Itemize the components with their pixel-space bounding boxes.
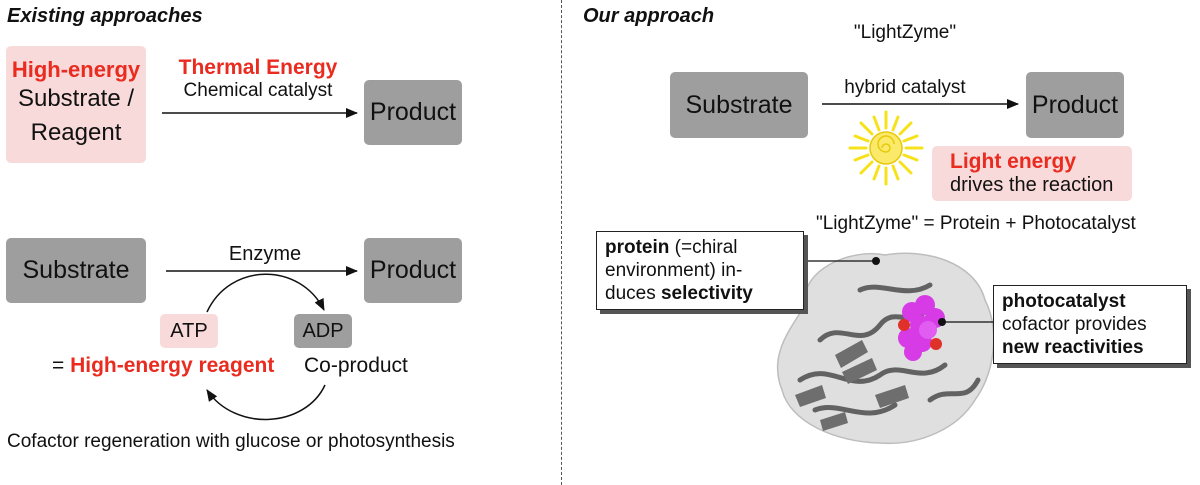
- atp-box: ATP: [160, 314, 218, 348]
- protein-callout-line3: duces selectivity: [605, 282, 795, 305]
- hybrid-catalyst-label: hybrid catalyst: [844, 77, 966, 98]
- equals-sign: =: [52, 354, 71, 377]
- protein-callout: protein (=chiral environment) in- duces …: [596, 231, 804, 310]
- reagent-label: Reagent: [30, 119, 122, 146]
- protein-callout-line1: protein (=chiral: [605, 236, 795, 259]
- cofactor-provides-text: cofactor provides: [1002, 314, 1147, 335]
- induces-text: duces: [605, 283, 661, 304]
- light-energy-box: Light energy drives the reaction: [932, 146, 1132, 201]
- cofactor-regeneration-label: Cofactor regeneration with glucose or ph…: [7, 431, 455, 452]
- product-box-right: Product: [1026, 72, 1124, 138]
- chiral-text: (=chiral: [669, 237, 738, 258]
- photocatalyst-molecule: [898, 295, 945, 361]
- substrate-box-right: Substrate: [670, 72, 808, 138]
- photocatalyst-callout: photocatalyst cofactor provides new reac…: [993, 285, 1187, 364]
- protein-structure-icon: [776, 252, 995, 445]
- product-box-bottom: Product: [364, 238, 462, 303]
- high-energy-reagent-label: High-energy reagent: [70, 354, 275, 377]
- thermal-energy-label: Thermal Energy: [178, 56, 338, 79]
- lightzyme-quote-label: "LightZyme": [853, 22, 957, 43]
- cycle-arrow-icon: [206, 273, 325, 313]
- sun-icon: [848, 110, 924, 186]
- section-divider: [561, 0, 562, 485]
- substrate-label: Substrate /: [17, 85, 135, 112]
- product-box-top: Product: [364, 80, 462, 145]
- lightzyme-equation: "LightZyme" = Protein + Photocatalyst: [816, 213, 1136, 234]
- enzyme-label: Enzyme: [228, 243, 302, 265]
- high-energy-label: High-energy: [11, 57, 141, 82]
- drives-reaction-label: drives the reaction: [950, 174, 1114, 196]
- high-energy-reagent-line: = High-energy reagent: [52, 354, 274, 378]
- new-reactivities-bold: new reactivities: [1002, 337, 1144, 358]
- selectivity-bold: selectivity: [660, 283, 753, 304]
- cycle-arrow-icon: [206, 384, 326, 421]
- chemical-catalyst-label: Chemical catalyst: [183, 80, 333, 101]
- our-approach-heading: Our approach: [583, 5, 715, 27]
- existing-approaches-heading: Existing approaches: [7, 5, 203, 27]
- protein-bold: protein: [605, 237, 670, 258]
- coproduct-label: Co-product: [304, 354, 408, 377]
- substrate-box-left: Substrate: [6, 238, 146, 303]
- high-energy-reagent-box: High-energy Substrate / Reagent: [6, 46, 146, 163]
- photocatalyst-bold: photocatalyst: [1002, 291, 1126, 312]
- light-energy-label: Light energy: [950, 150, 1077, 173]
- adp-box: ADP: [294, 314, 352, 348]
- environment-text: environment) in-: [605, 260, 743, 281]
